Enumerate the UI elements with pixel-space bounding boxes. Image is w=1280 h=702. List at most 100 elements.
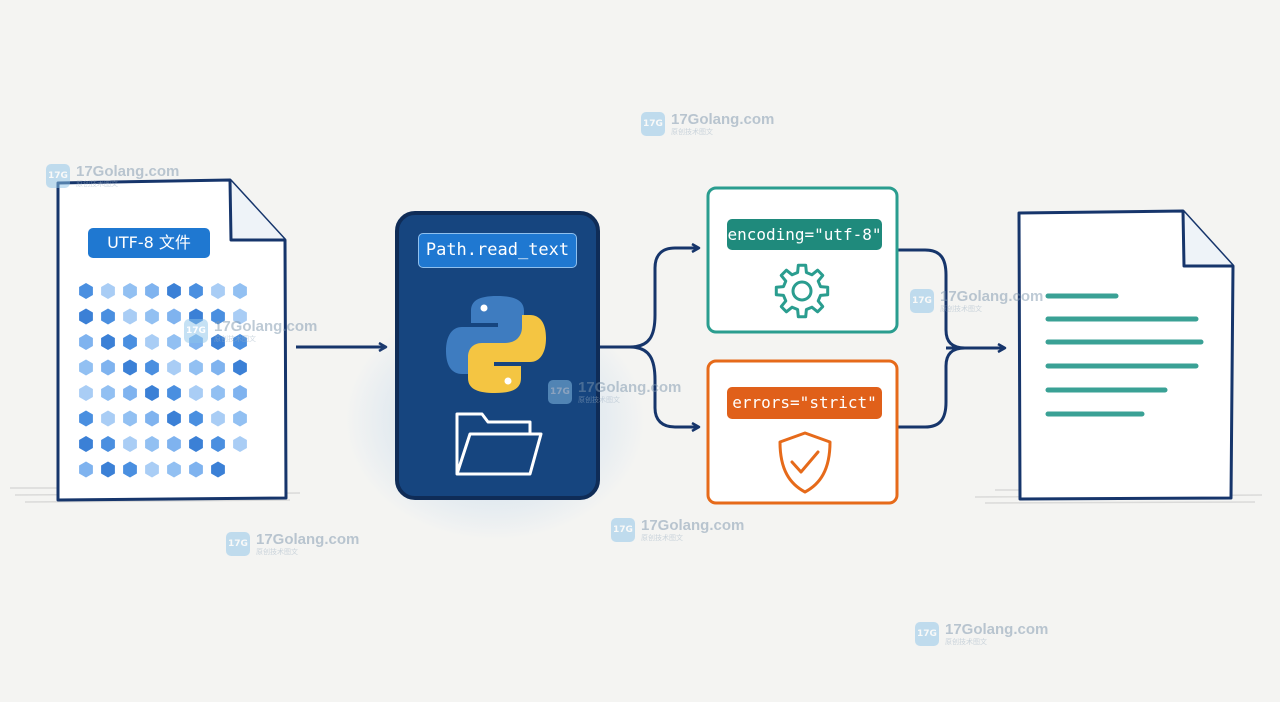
python-logo-icon	[446, 296, 546, 393]
byte-hexagon	[101, 385, 115, 401]
watermark-site: 17Golang.com	[945, 621, 1049, 638]
watermark-logo-icon: 17G	[611, 518, 635, 542]
watermark-tagline: 原创技术图文	[940, 305, 982, 313]
byte-hexagon	[233, 410, 247, 427]
byte-hexagon	[79, 436, 93, 452]
byte-hexagon	[145, 283, 159, 299]
watermark-tagline: 原创技术图文	[945, 638, 987, 646]
byte-hexagon	[123, 436, 137, 452]
byte-hexagon	[145, 385, 159, 401]
byte-hexagon	[79, 410, 93, 427]
byte-hexagon	[123, 461, 137, 478]
byte-hexagon	[211, 334, 225, 350]
watermark-site: 17Golang.com	[641, 517, 745, 534]
byte-hexagon	[167, 436, 181, 452]
byte-hexagon	[79, 308, 93, 325]
byte-hexagon	[211, 410, 225, 427]
byte-hexagon	[189, 436, 203, 452]
byte-hexagon	[233, 283, 247, 299]
byte-hexagon	[167, 308, 181, 325]
byte-hexagon	[189, 461, 203, 478]
folder-icon	[455, 412, 543, 476]
byte-hexagon	[189, 410, 203, 427]
byte-hexagon	[189, 385, 203, 401]
byte-hexagon	[211, 385, 225, 401]
byte-hexagon	[167, 283, 181, 299]
byte-hexagon	[211, 461, 225, 478]
watermark-tagline: 原创技术图文	[256, 548, 298, 556]
byte-hexagon	[123, 359, 137, 376]
encoding-label: encoding="utf-8"	[727, 219, 882, 250]
byte-hexagon	[167, 334, 181, 350]
watermark-site: 17Golang.com	[578, 379, 682, 396]
byte-hexagon	[123, 334, 137, 350]
byte-hexagon	[79, 461, 93, 478]
byte-hexagon	[101, 436, 115, 452]
gear-icon	[774, 263, 830, 319]
reader-label: Path.read_text	[418, 233, 577, 268]
watermark-logo-icon: 17G	[46, 164, 70, 188]
byte-hexagon	[145, 461, 159, 478]
watermark-site: 17Golang.com	[76, 163, 180, 180]
watermark-site: 17Golang.com	[214, 318, 318, 335]
byte-hexagon	[211, 308, 225, 325]
byte-hexagon	[123, 308, 137, 325]
decoded-text-lines	[1045, 293, 1204, 417]
shield-check-icon	[778, 431, 832, 494]
byte-hexagon	[145, 436, 159, 452]
watermark-tagline: 原创技术图文	[671, 128, 713, 136]
byte-hexagon	[123, 283, 137, 299]
byte-hexagon-grid	[79, 283, 247, 478]
byte-hexagon	[233, 359, 247, 376]
watermark-tagline: 原创技术图文	[76, 180, 118, 188]
encoding-option-card	[706, 186, 899, 334]
errors-option-card	[706, 359, 899, 505]
byte-hexagon	[101, 461, 115, 478]
source-file-label: UTF-8 文件	[88, 228, 210, 258]
watermark-logo-icon: 17G	[548, 380, 572, 404]
byte-hexagon	[145, 308, 159, 325]
byte-hexagon	[101, 410, 115, 427]
byte-hexagon	[79, 334, 93, 350]
watermark-logo-icon: 17G	[226, 532, 250, 556]
byte-hexagon	[233, 436, 247, 452]
byte-hexagon	[167, 385, 181, 401]
byte-hexagon	[167, 410, 181, 427]
watermark-site: 17Golang.com	[256, 531, 360, 548]
byte-hexagon	[167, 359, 181, 376]
watermark-logo-icon: 17G	[641, 112, 665, 136]
watermark-tagline: 原创技术图文	[578, 396, 620, 404]
byte-hexagon	[211, 436, 225, 452]
byte-hexagon	[145, 334, 159, 350]
byte-hexagon	[189, 283, 203, 299]
branch-connectors	[600, 248, 966, 427]
byte-hexagon	[233, 334, 247, 350]
watermark-logo-icon: 17G	[184, 319, 208, 343]
byte-hexagon	[79, 359, 93, 376]
byte-hexagon	[101, 283, 115, 299]
errors-label: errors="strict"	[727, 387, 882, 419]
byte-hexagon	[101, 334, 115, 350]
byte-hexagon	[101, 308, 115, 325]
byte-hexagon	[233, 308, 247, 325]
byte-hexagon	[167, 461, 181, 478]
byte-hexagon	[101, 359, 115, 376]
byte-hexagon	[211, 359, 225, 376]
watermark-logo-icon: 17G	[915, 622, 939, 646]
byte-hexagon	[123, 385, 137, 401]
byte-hexagon	[123, 410, 137, 427]
byte-hexagon	[233, 385, 247, 401]
byte-hexagon	[189, 359, 203, 376]
watermark-logo-icon: 17G	[910, 289, 934, 313]
byte-hexagon	[79, 283, 93, 299]
